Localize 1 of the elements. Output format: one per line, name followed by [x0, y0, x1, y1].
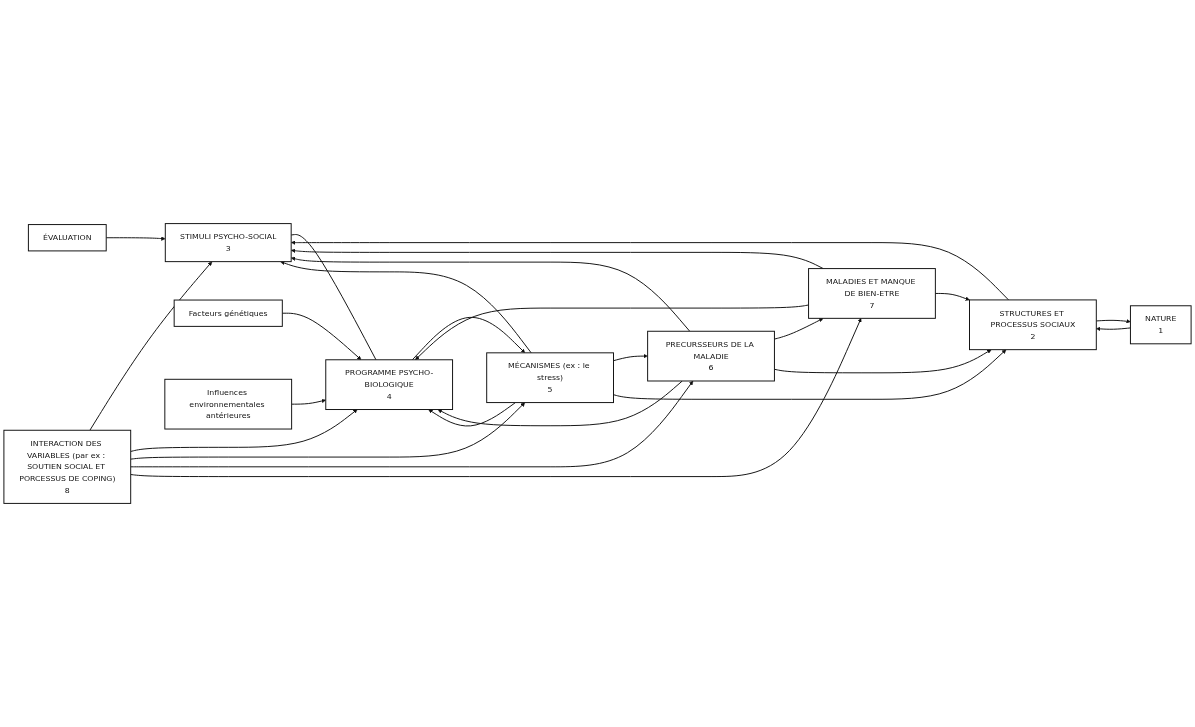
- connector: [290, 234, 377, 361]
